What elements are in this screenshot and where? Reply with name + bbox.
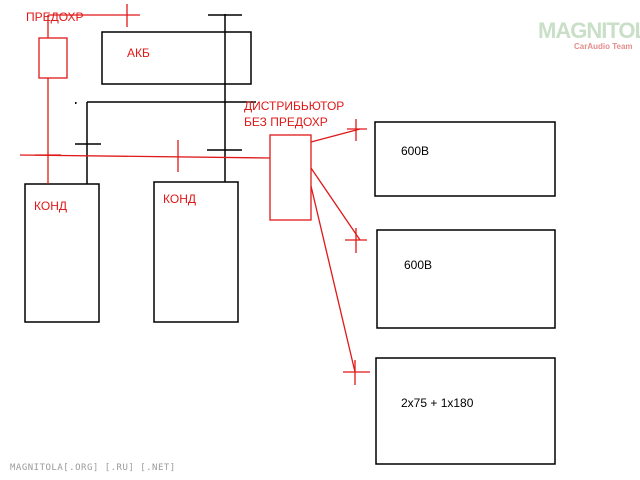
capacitor-2-box — [153, 181, 239, 323]
amplifier-3-box — [375, 357, 556, 465]
logo-subtext: CarAudio Team — [574, 42, 633, 51]
capacitor-1-label: КОНД — [34, 199, 67, 213]
fuse-label: ПРЕДОХР — [26, 10, 84, 24]
stray-dot — [75, 102, 77, 104]
distributor-block — [269, 134, 312, 221]
amplifier-1-label: 600В — [401, 144, 430, 158]
logo-text: MAGNITOLA — [538, 18, 640, 43]
distributor-label-line2: БЕЗ ПРЕДОХР — [244, 115, 328, 129]
capacitor-1-box — [24, 183, 100, 323]
battery-label: АКБ — [127, 46, 150, 60]
amplifier-3-label: 2х75 + 1х180 — [401, 396, 474, 410]
amplifier-2-box — [376, 229, 556, 329]
battery-box — [101, 31, 252, 85]
amp3-positive-wire — [310, 185, 356, 373]
amp2-positive-wire — [310, 167, 361, 241]
positive-wiring — [19, 4, 370, 385]
amplifier-1-box — [374, 121, 556, 197]
site-watermark: MAGNITOLA[.ORG] [.RU] [.NET] — [10, 463, 176, 473]
capacitor-2-label: КОНД — [163, 192, 196, 206]
amp1-positive-wire — [310, 128, 361, 143]
ground-wiring — [75, 14, 256, 184]
magnitola-logo: MAGNITOLA CarAudio Team — [538, 18, 640, 52]
amplifier-2-label: 600В — [404, 258, 433, 272]
main-fuse — [38, 37, 68, 79]
positive-bus-wire — [19, 154, 271, 159]
distributor-label-line1: ДИСТРИБЬЮТОР — [244, 99, 345, 113]
